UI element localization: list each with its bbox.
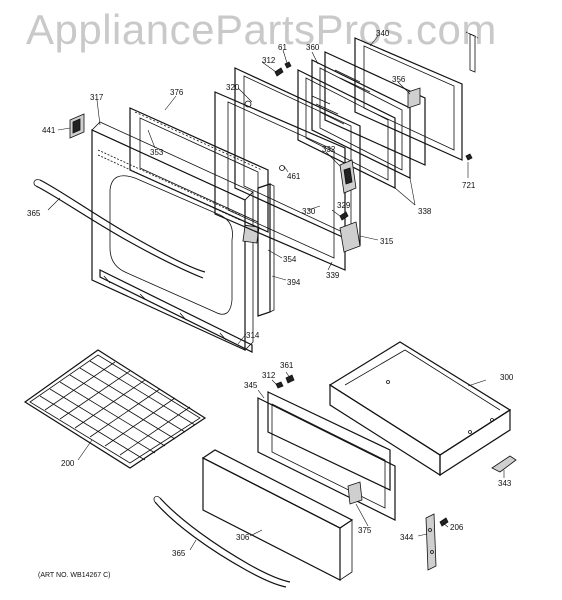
callout-354: 354 xyxy=(283,255,297,264)
leader-lines xyxy=(47,35,505,551)
bracket-441-part xyxy=(69,113,85,139)
callout-61: 61 xyxy=(278,43,287,52)
callout-721: 721 xyxy=(462,181,476,190)
callout-345: 345 xyxy=(244,381,258,390)
callout-365-upper: 365 xyxy=(27,209,41,218)
callout-365-lower: 365 xyxy=(172,549,186,558)
callout-344: 344 xyxy=(400,533,414,542)
callout-312-upper: 312 xyxy=(262,56,276,65)
screw-312b-part xyxy=(275,381,284,389)
callout-317: 317 xyxy=(90,93,104,102)
callout-332: 332 xyxy=(322,145,336,154)
door-stiffener-part xyxy=(257,183,275,317)
screw-61-part xyxy=(284,61,292,69)
watermark: AppliancePartsPros.com xyxy=(26,6,497,53)
drawer-rail-part xyxy=(425,513,437,571)
callout-315: 315 xyxy=(380,237,394,246)
screw-312-part xyxy=(274,67,284,77)
callout-343: 343 xyxy=(498,479,512,488)
oven-rack-part xyxy=(23,349,207,469)
drawer-glide-part xyxy=(491,455,517,473)
callout-394: 394 xyxy=(287,278,301,287)
drawer-front-part xyxy=(201,449,354,581)
outer-door-panel-part xyxy=(91,121,260,351)
screw-721-part xyxy=(465,153,473,161)
callout-306: 306 xyxy=(236,533,250,542)
screw-329-part xyxy=(339,211,349,221)
callout-376: 376 xyxy=(170,88,184,97)
drawer-body-part xyxy=(328,341,512,477)
inner-door-panel-part xyxy=(214,91,346,271)
callout-353: 353 xyxy=(150,148,164,157)
screw-361-part xyxy=(285,374,295,384)
callout-340: 340 xyxy=(376,29,390,38)
callout-labels: 317 441 376 353 365 312 61 320 360 340 3… xyxy=(27,29,514,558)
callout-339: 339 xyxy=(326,271,340,280)
screw-206-part xyxy=(439,517,449,527)
callout-330: 330 xyxy=(302,207,316,216)
callout-375: 375 xyxy=(358,526,372,535)
callout-360: 360 xyxy=(306,43,320,52)
callout-312-lower: 312 xyxy=(262,371,276,380)
hinge-315-part xyxy=(339,221,361,253)
drawer-handle-part xyxy=(153,495,291,588)
art-number: (ART NO. WB14267 C) xyxy=(38,572,111,579)
latch-332-part xyxy=(339,159,357,194)
callout-338: 338 xyxy=(418,207,432,216)
door-frame-part xyxy=(129,107,269,233)
callout-461: 461 xyxy=(287,172,301,181)
callout-300: 300 xyxy=(500,373,514,382)
callout-206: 206 xyxy=(450,523,464,532)
latch-356-part xyxy=(407,87,421,109)
callout-356: 356 xyxy=(392,75,406,84)
door-gasket-part xyxy=(354,31,479,161)
callout-361: 361 xyxy=(280,361,294,370)
callout-441: 441 xyxy=(42,126,56,135)
door-bottom-trim-part xyxy=(99,269,253,353)
drawer-front-panel-part xyxy=(257,397,396,521)
callout-314: 314 xyxy=(246,331,260,340)
callout-320: 320 xyxy=(226,83,240,92)
callout-329: 329 xyxy=(337,201,351,210)
door-handle-part xyxy=(33,179,206,279)
callout-200: 200 xyxy=(61,459,75,468)
drawer-inner-panel-part xyxy=(267,391,391,491)
